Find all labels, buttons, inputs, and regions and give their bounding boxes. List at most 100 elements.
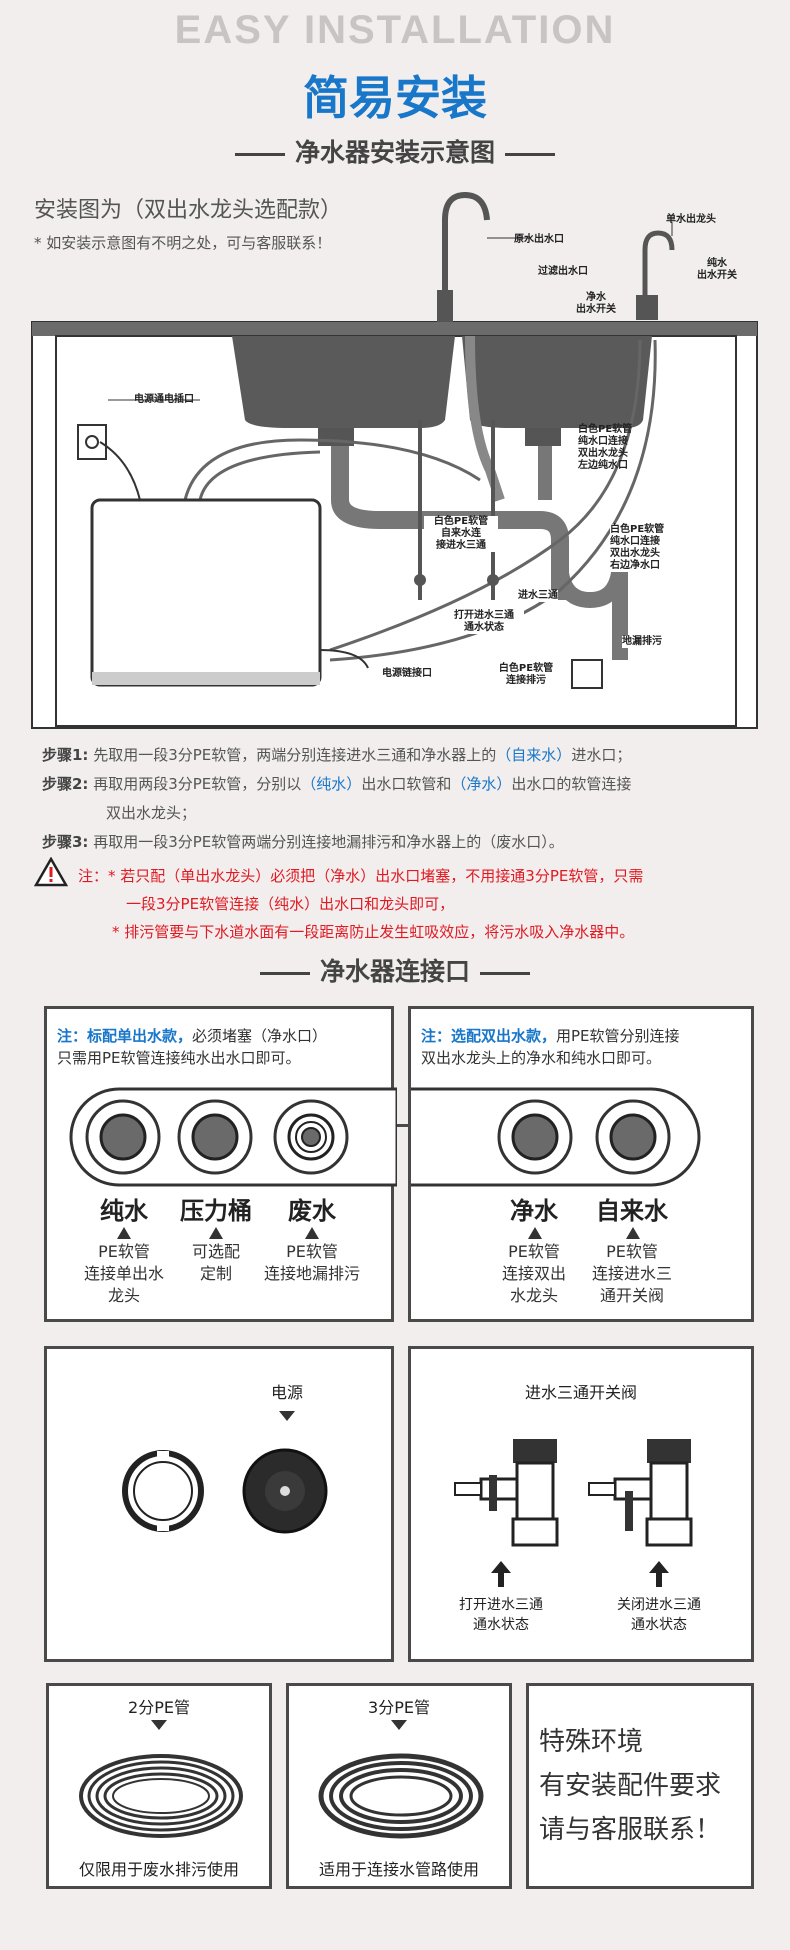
arrow-up-icon <box>491 1561 511 1587</box>
label-open-tee: 打开进水三通 通水状态 <box>444 610 524 634</box>
warning-icon <box>34 857 68 887</box>
label-open-tee-2: 通水状态 <box>464 622 504 633</box>
connect-right-note: 注：选配双出水款，用PE软管分别连接 双出水龙头上的净水和纯水口即可。 <box>421 1025 751 1069</box>
port-waste-desc-2: 连接地漏排污 <box>263 1264 360 1283</box>
label-white-pe-clean-4: 右边净水口 <box>610 560 660 571</box>
tube-2-caption: 仅限用于废水排污使用 <box>78 1860 239 1879</box>
step-2-text-c: 出水口的软管连接 <box>511 775 632 793</box>
label-white-pe-tap-1: 白色PE软管 <box>433 516 489 527</box>
arrow-up-icon <box>209 1227 223 1239</box>
label-pure-switch: 纯水 出水开关 <box>682 258 752 282</box>
step-2-text-d: 双出水龙头； <box>106 804 197 822</box>
connect-title: 净水器连接口 <box>0 952 790 988</box>
port-waste-name: 废水 <box>288 1197 336 1225</box>
label-white-pe-pure-3: 双出水龙头 <box>578 448 628 459</box>
label-inlet-tee: 进水三通 <box>518 590 558 602</box>
label-white-pe-pure-1: 白色PE软管 <box>578 424 633 435</box>
port-pure-desc-3: 龙头 <box>107 1286 140 1305</box>
label-drain-pe-2: 连接排污 <box>506 675 546 686</box>
step-3: 步骤3: 再取用一段3分PE软管两端分别连接地漏排污和净水器上的（废水口）。 <box>42 828 762 857</box>
step-3-text: 再取用一段3分PE软管两端分别连接地漏排污和净水器上的（废水口）。 <box>93 833 564 851</box>
warning-line-1: * 若只配（单出水龙头）必须把（净水）出水口堵塞，不用接通3分PE软管，只需 <box>108 867 644 885</box>
step-1-label: 步骤1: <box>42 746 89 764</box>
step-2-clean: （净水） <box>451 775 512 793</box>
port-tap-desc-3: 通开关阀 <box>599 1286 664 1305</box>
port-clean-desc-3: 水龙头 <box>509 1286 558 1305</box>
port-tank-name: 压力桶 <box>180 1197 252 1225</box>
arrow-down-icon <box>391 1720 407 1730</box>
label-white-pe-pure-4: 左边纯水口 <box>578 460 628 471</box>
subtitle: 净水器安装示意图 <box>0 133 790 169</box>
port-clean-name: 净水 <box>510 1197 558 1225</box>
connect-right-text-1: 用PE软管分别连接 <box>556 1027 680 1045</box>
power-connectors <box>122 1448 328 1534</box>
arrow-up-icon <box>649 1561 669 1587</box>
port-pure-desc-1: PE软管 <box>98 1242 150 1261</box>
port-clean-desc: PE软管 连接双出 水龙头 <box>469 1241 599 1307</box>
subtitle-text: 净水器安装示意图 <box>294 138 495 167</box>
special-line-1: 特殊环境 <box>539 1727 644 1757</box>
step-2-text-b: 出水口软管和 <box>361 775 452 793</box>
valve-open-1: 打开进水三通 <box>459 1597 543 1613</box>
header-title-cn: 简易安装 <box>303 71 487 125</box>
label-filter-outlet: 过滤出水口 <box>538 266 588 277</box>
tube-3-label: 3分PE管 <box>368 1698 430 1717</box>
label-power-socket: 电源通电插口 <box>134 394 194 405</box>
special-line-3: 请与客服联系！ <box>539 1815 722 1845</box>
power-label: 电源 <box>270 1383 303 1402</box>
step-2-pure: （纯水） <box>301 775 362 793</box>
connect-left-box: 注：标配单出水款，必须堵塞（净水口） 只需用PE软管连接纯水出水口即可。 纯水 … <box>44 1006 397 1322</box>
port-pure-name: 纯水 <box>100 1197 148 1225</box>
step-2: 步骤2: 再取用两段3分PE软管，分别以（纯水）出水口软管和（净水）出水口的软管… <box>42 770 762 828</box>
arrow-down-icon <box>279 1411 295 1421</box>
label-floor-drain: 地漏排污 <box>622 636 662 648</box>
port-tank-desc-2: 定制 <box>199 1264 232 1283</box>
tube-2-box: 2分PE管 仅限用于废水排污使用 <box>46 1683 272 1889</box>
special-text: 特殊环境 有安装配件要求 请与客服联系！ <box>539 1720 754 1852</box>
step-1-tap: （自来水） <box>496 746 572 764</box>
arrow-up-icon <box>626 1227 640 1239</box>
tube-3-caption: 适用于连接水管路使用 <box>318 1860 479 1879</box>
port-tap-name: 自来水 <box>596 1197 668 1225</box>
connect-right-text-2: 双出水龙头上的净水和纯水口即可。 <box>421 1049 662 1067</box>
step-1-text-a: 先取用一段3分PE软管，两端分别连接进水三通和净水器上的 <box>93 746 497 764</box>
label-clean-switch-2: 出水开关 <box>576 304 616 315</box>
label-white-pe-clean-2: 纯水口连接 <box>610 536 660 547</box>
port-tank-desc: 可选配 定制 <box>151 1241 281 1285</box>
valve-close-1: 关闭进水三通 <box>617 1597 701 1613</box>
connect-right-lead: 注：选配双出水款， <box>421 1027 557 1045</box>
port-pure-desc: PE软管 连接单出水 龙头 <box>59 1241 189 1307</box>
port-waste-desc-1: PE软管 <box>286 1242 338 1261</box>
valve-title: 进水三通开关阀 <box>524 1383 637 1402</box>
warning-line-2: 一段3分PE软管连接（纯水）出水口和龙头即可， <box>126 895 455 913</box>
label-white-pe-clean: 白色PE软管 纯水口连接 双出水龙头 右边净水口 <box>610 524 665 572</box>
label-white-pe-pure-2: 纯水口连接 <box>578 436 628 447</box>
installation-diagram <box>31 191 758 729</box>
warning-line-3: * 排污管要与下水道水面有一段距离防止发生虹吸效应，将污水吸入净水器中。 <box>112 923 635 941</box>
label-white-pe-pure: 白色PE软管 纯水口连接 双出水龙头 左边纯水口 <box>578 424 632 472</box>
label-power-port: 电源链接口 <box>382 668 432 679</box>
warning-text: 注：* 若只配（单出水龙头）必须把（净水）出水口堵塞，不用接通3分PE软管，只需… <box>78 862 768 946</box>
valve-open-2: 通水状态 <box>473 1617 529 1633</box>
valve-illustration <box>454 1439 693 1547</box>
label-white-pe-tap: 白色PE软管 自来水连 接进水三通 <box>424 516 498 552</box>
arrow-down-icon <box>151 1720 167 1730</box>
valve-close-2: 通水状态 <box>631 1617 687 1633</box>
label-pure-switch-1: 纯水 <box>707 258 727 269</box>
power-box: 电源 <box>44 1346 394 1662</box>
box-connector <box>392 1124 410 1127</box>
arrow-up-icon <box>528 1227 542 1239</box>
label-pure-switch-2: 出水开关 <box>697 270 737 281</box>
label-raw-water-outlet: 原水出水口 <box>514 234 564 245</box>
step-2-text-a: 再取用两段3分PE软管，分别以 <box>93 775 302 793</box>
tube-2-label: 2分PE管 <box>128 1698 190 1717</box>
connect-right-box: 注：选配双出水款，用PE软管分别连接 双出水龙头上的净水和纯水口即可。 净水 P… <box>408 1006 754 1322</box>
valve-box: 进水三通开关阀 打开进水三通 通水状态 关闭进水三通 通水状态 <box>408 1346 754 1662</box>
tube-coil-2 <box>79 1754 243 1838</box>
port-clean-desc-2: 连接双出 <box>501 1264 566 1283</box>
label-single-faucet: 单水出龙头 <box>666 214 716 225</box>
connect-left-ports <box>69 1087 397 1187</box>
valve-close-caption: 关闭进水三通 通水状态 <box>589 1595 729 1635</box>
step-1: 步骤1: 先取用一段3分PE软管，两端分别连接进水三通和净水器上的（自来水）进水… <box>42 741 762 770</box>
step-2-label: 步骤2: <box>42 775 89 793</box>
